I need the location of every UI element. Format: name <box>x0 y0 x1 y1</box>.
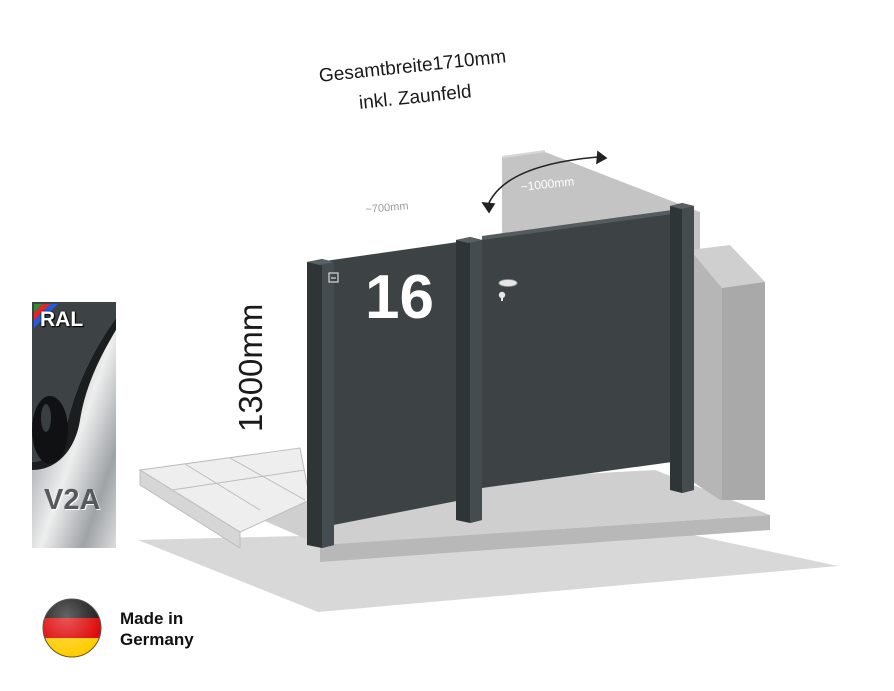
mailbox-slot-icon <box>328 272 339 283</box>
house-number: 16 <box>365 263 434 332</box>
gate-panel <box>482 212 672 488</box>
german-flag-icon <box>42 598 102 658</box>
paving-tiles <box>138 447 311 549</box>
gate-frame-top <box>482 210 672 240</box>
v2a-label: V2A <box>44 484 101 516</box>
fence-panel <box>318 240 472 528</box>
made-in-label: Made in <box>120 609 184 628</box>
ral-v2a-badge <box>32 302 116 548</box>
base-slab-front <box>320 515 770 562</box>
post-middle <box>456 237 482 523</box>
post-right <box>670 203 694 493</box>
ral-label: RAL <box>40 308 84 331</box>
country-label: Germany <box>120 630 194 649</box>
swing-arrow-icon <box>481 150 608 214</box>
height-label: 1300mm <box>232 303 269 432</box>
ground-shadow <box>138 527 838 612</box>
lock-icon <box>498 291 506 301</box>
door-handle-icon <box>498 279 518 287</box>
post-left <box>307 259 334 548</box>
